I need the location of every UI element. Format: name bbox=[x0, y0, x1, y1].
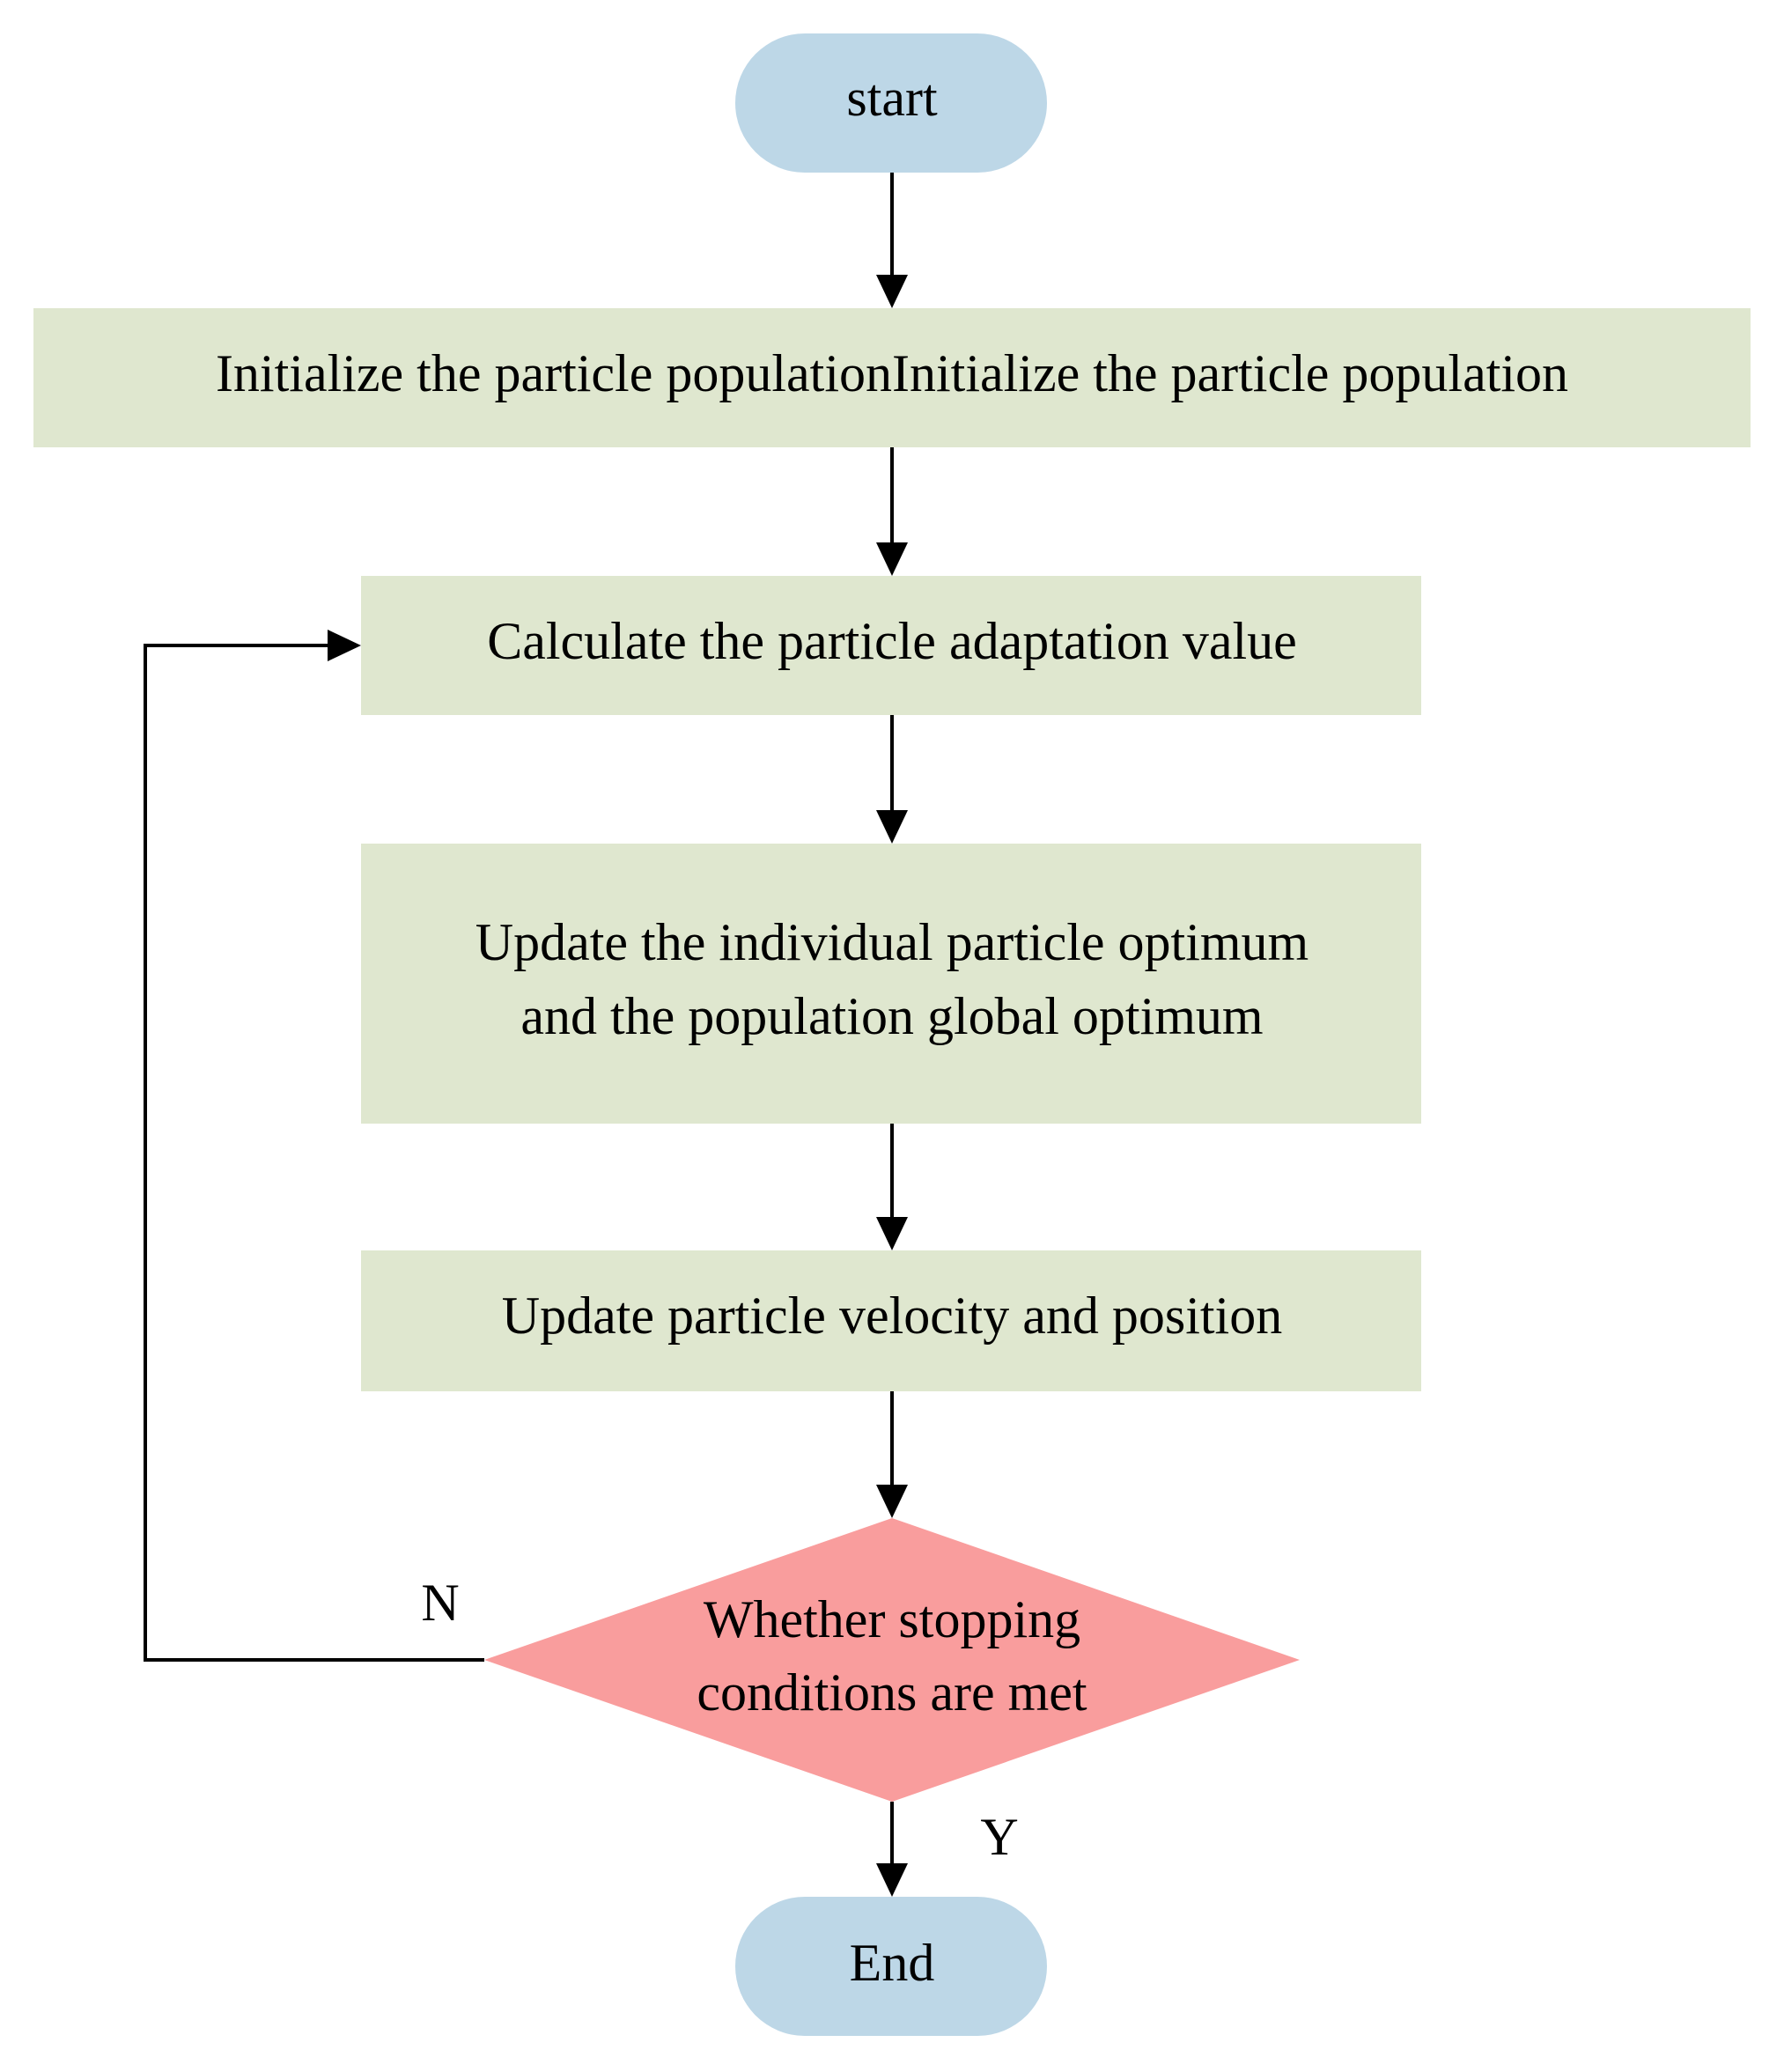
start-terminal bbox=[735, 33, 1047, 173]
start-node: start bbox=[735, 33, 1047, 173]
update-velocity-process-box bbox=[361, 1250, 1421, 1391]
init-label: Initialize the particle populationInitia… bbox=[216, 344, 1568, 402]
arrowhead-init bbox=[876, 275, 908, 308]
start-label: start bbox=[846, 69, 938, 127]
edge-label-no: N bbox=[421, 1574, 459, 1632]
update-velocity-node: Update particle velocity and position bbox=[361, 1250, 1421, 1391]
update-velocity-label: Update particle velocity and position bbox=[502, 1287, 1282, 1345]
edge-label-yes: Y bbox=[980, 1808, 1018, 1866]
connector-loop-back bbox=[144, 644, 484, 1662]
decision-label-line2: conditions are met bbox=[697, 1663, 1087, 1722]
calc-node: Calculate the particle adaptation value bbox=[361, 576, 1421, 715]
decision-label-line1: Whether stopping bbox=[704, 1590, 1080, 1648]
calc-label: Calculate the particle adaptation value bbox=[487, 612, 1297, 670]
arrowhead-end bbox=[876, 1863, 908, 1897]
arrowhead-update-optimum bbox=[876, 810, 908, 844]
end-label: End bbox=[850, 1934, 935, 1992]
init-process-box bbox=[33, 308, 1751, 447]
update-optimum-label-line2: and the population global optimum bbox=[520, 987, 1263, 1045]
update-optimum-label-line1: Update the individual particle optimum bbox=[475, 913, 1309, 971]
calc-process-box bbox=[361, 576, 1421, 715]
update-optimum-node: Update the individual particle optimum a… bbox=[361, 844, 1421, 1124]
end-terminal bbox=[735, 1897, 1047, 2036]
arrowhead-decision bbox=[876, 1485, 908, 1518]
init-node: Initialize the particle populationInitia… bbox=[33, 308, 1751, 447]
decision-node: Whether stopping conditions are met bbox=[484, 1518, 1300, 1802]
decision-diamond bbox=[484, 1518, 1300, 1802]
arrowhead-calc bbox=[876, 542, 908, 576]
end-node: End bbox=[735, 1897, 1047, 2036]
arrowhead-loop-back bbox=[328, 630, 361, 661]
update-optimum-process-box bbox=[361, 844, 1421, 1124]
arrowhead-update-velocity bbox=[876, 1217, 908, 1250]
connectors bbox=[144, 173, 908, 1897]
